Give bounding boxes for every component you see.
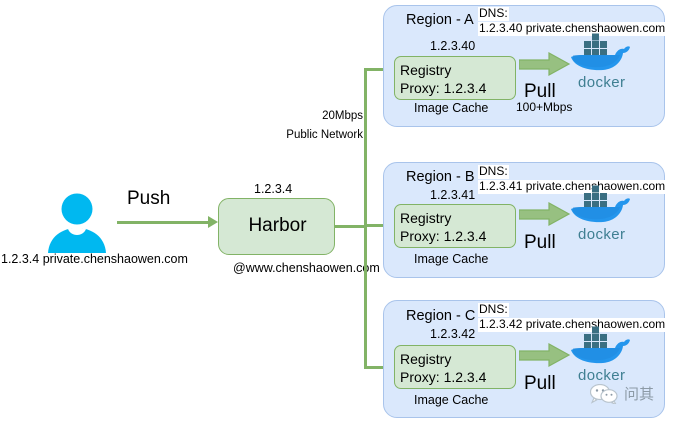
region-b-ip: 1.2.3.41 (430, 188, 476, 202)
region-a-ip: 1.2.3.40 (430, 39, 476, 53)
region-c-dns-title: DNS: (478, 302, 509, 317)
harbor-trunk-vertical (364, 68, 367, 368)
region-b-dns-title: DNS: (478, 164, 509, 179)
push-connector-line (117, 221, 214, 224)
region-b-dns-value: 1.2.3.41 private.chenshaowen.com (478, 179, 667, 194)
region-c-cache-label: Image Cache (414, 393, 489, 407)
network-bandwidth-label: 20Mbps (322, 110, 363, 122)
region-a-registry-box[interactable]: Registry Proxy: 1.2.3.4 (394, 56, 516, 100)
region-b-pull-arrow (519, 202, 571, 227)
user-icon (48, 193, 106, 253)
region-a-pull-bandwidth: 100+Mbps (516, 100, 573, 114)
region-a-dns-title: DNS: (478, 6, 509, 21)
harbor-host: @www.chenshaowen.com (233, 261, 380, 275)
region-a-docker-label: docker (578, 74, 626, 91)
harbor-label: Harbor (248, 215, 307, 236)
region-a-registry-line1: Registry (400, 62, 452, 78)
branch-region-b-line (364, 224, 388, 227)
wechat-icon (590, 384, 618, 404)
push-connector-arrowhead (208, 216, 218, 228)
watermark-text: 问其 (624, 386, 655, 403)
region-c-name: Region - C (406, 308, 476, 324)
region-b-registry-line1: Registry (400, 210, 452, 226)
push-label: Push (127, 188, 171, 209)
region-a-registry-line2: Proxy: 1.2.3.4 (400, 80, 487, 96)
region-c-docker-label: docker (578, 367, 626, 384)
harbor-trunk-stub (334, 225, 366, 228)
harbor-ip: 1.2.3.4 (254, 182, 293, 196)
region-b-name: Region - B (406, 169, 475, 185)
region-c-dns-value: 1.2.3.42 private.chenshaowen.com (478, 317, 667, 332)
client-label: 1.2.3.4 private.chenshaowen.com (1, 252, 188, 266)
region-a-docker-icon (571, 33, 630, 71)
region-c-pull-label: Pull (524, 373, 556, 394)
branch-region-a-line (364, 68, 388, 71)
branch-region-c-line (364, 366, 388, 369)
region-c-pull-arrow (519, 343, 571, 368)
region-b-docker-label: docker (578, 226, 626, 243)
region-c-registry-box[interactable]: Registry Proxy: 1.2.3.4 (394, 345, 516, 389)
region-c-docker-icon (571, 326, 630, 364)
region-b-cache-label: Image Cache (414, 252, 489, 266)
region-a-dns-value: 1.2.3.40 private.chenshaowen.com (478, 21, 667, 36)
region-b-docker-icon (571, 185, 630, 223)
harbor-box[interactable]: Harbor (218, 198, 335, 255)
region-c-ip: 1.2.3.42 (430, 327, 476, 341)
region-b-registry-box[interactable]: Registry Proxy: 1.2.3.4 (394, 204, 516, 248)
region-a-name: Region - A (406, 12, 474, 28)
region-c-registry-line2: Proxy: 1.2.3.4 (400, 369, 487, 385)
region-b-pull-label: Pull (524, 232, 556, 253)
region-a-cache-label: Image Cache (414, 101, 489, 115)
region-a-pull-arrow (519, 52, 571, 77)
region-b-registry-line2: Proxy: 1.2.3.4 (400, 228, 487, 244)
region-c-registry-line1: Registry (400, 351, 452, 367)
region-a-pull-label: Pull (524, 81, 556, 102)
network-type-label: Public Network (286, 129, 363, 141)
